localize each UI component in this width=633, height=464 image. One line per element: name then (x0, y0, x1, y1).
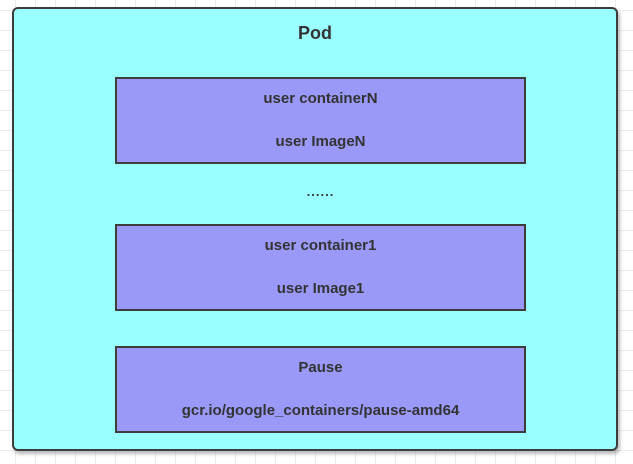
pause-container-name: Pause (298, 359, 343, 376)
container-node-n: user containerN user ImageN (115, 77, 526, 164)
container-1-name: user container1 (264, 237, 377, 254)
pause-container-node: Pause gcr.io/google_containers/pause-amd… (115, 346, 526, 433)
pod-title: Pod (298, 23, 332, 43)
pod-node: Pod user containerN user ImageN ...... u… (12, 7, 618, 451)
container-n-image: user ImageN (275, 133, 366, 150)
container-n-name: user containerN (263, 90, 378, 107)
container-node-1: user container1 user Image1 (115, 224, 526, 311)
pause-container-image: gcr.io/google_containers/pause-amd64 (181, 402, 460, 419)
container-1-image: user Image1 (276, 280, 365, 297)
containers-ellipsis: ...... (306, 184, 335, 199)
